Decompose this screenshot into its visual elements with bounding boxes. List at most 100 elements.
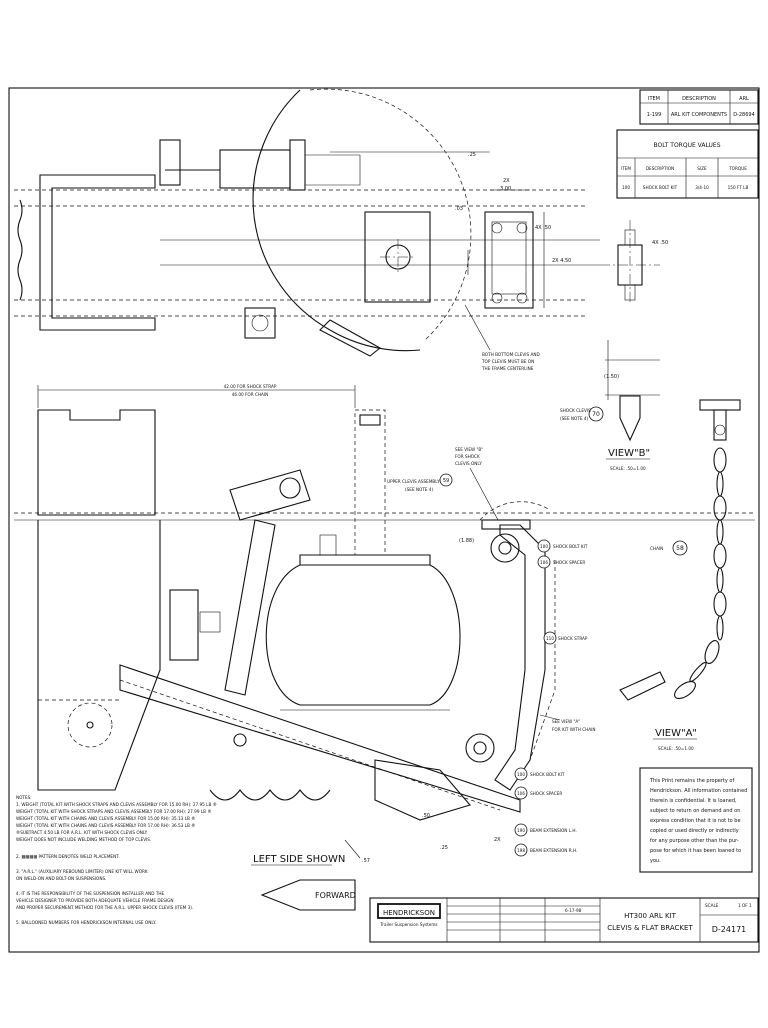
torque-desc: SHOCK BOLT KIT (643, 185, 678, 190)
shock-clevis-note: (SEE NOTE 4) (560, 416, 589, 421)
torque-value: 150 FT LB (728, 185, 749, 190)
drawing-title-2: CLEVIS & FLAT BRACKET (607, 924, 693, 932)
notice-line: for any purpose other than the pur- (650, 838, 739, 844)
dim-300: 3.00 (500, 186, 511, 192)
torque-item: 100 (622, 185, 630, 190)
shock-spacer-top-num: 106 (540, 560, 548, 565)
beam-ext-l-balloon (514, 823, 528, 837)
arl-header: ARL (739, 96, 749, 102)
company-logo (377, 903, 441, 919)
description-header: DESCRIPTION (682, 96, 716, 102)
shock-spacer-bot-balloon (514, 786, 528, 800)
shock-spacer-bot: SHOCK SPACER (530, 791, 562, 796)
see-view-b-3: CLEVIS ONLY (455, 461, 482, 466)
note-line: ON WELD-ON AND BOLT-ON SUSPENSIONS. (16, 876, 106, 881)
shock-strap: SHOCK STRAP (558, 636, 588, 641)
dim-25: .25 (468, 152, 476, 158)
torque-desc-header: DESCRIPTION (646, 166, 674, 171)
chain-links (674, 447, 727, 700)
property-notice: This Print remains the property of Hendr… (639, 767, 753, 873)
top-view: .25 2X 3.00 4X .50 2X 4.50 .03 BOTH BOTT… (14, 88, 600, 371)
dim-25b: .25 (440, 845, 448, 851)
shock-spacer-top-balloon (537, 555, 551, 569)
see-view-a-1: SEE VIEW "A" (552, 719, 580, 724)
drawing-date: 6-17-98 (565, 908, 582, 913)
note-line: WEIGHT (TOTAL KIT WITH SHOCK STRAPS AND … (16, 809, 212, 814)
shock-bolt-kit-top: SHOCK BOLT KIT (553, 544, 588, 549)
notice-line: you. (650, 858, 661, 864)
scale-label: SCALE (705, 903, 719, 908)
dim-2x450: 2X 4.50 (552, 258, 571, 264)
view-a-title: VIEW"A" (655, 728, 697, 739)
beam-ext-l: BEAM EXTENSION L.H. (530, 828, 577, 833)
note-line: NOTES: (16, 795, 32, 800)
clevis-end-view: 4X .50 (600, 220, 668, 305)
torque-size-header: SIZE (697, 166, 707, 171)
view-b-title: VIEW"B" (608, 448, 650, 459)
strap-dim-2: 46.00 FOR CHAIN (232, 392, 269, 397)
see-view-b-1: SEE VIEW "B" (455, 447, 483, 452)
bottom-clevis-note-1: BOTH BOTTOM CLEVIS AND (482, 352, 540, 357)
dim-03: .03 (455, 206, 463, 212)
shock-bolt-kit-bot-num: 100 (517, 772, 525, 777)
torque-table-title: BOLT TORQUE VALUES (653, 142, 720, 149)
shock-clevis-balloon (588, 406, 604, 422)
upper-clevis-label: UPPER CLEVIS ASSEMBLY (387, 479, 440, 484)
note-line: 1. WEIGHT (TOTAL KIT WITH SHOCK STRAPS A… (16, 802, 217, 807)
beam-ext-l-num: 190 (517, 828, 525, 833)
dim-188: (1.88) (459, 538, 474, 544)
drawing-number: D-24171 (712, 925, 747, 934)
see-view-b-2: FOR SHOCK (455, 454, 480, 459)
dim-57: .57 (362, 858, 370, 864)
dim-50: .50 (422, 813, 430, 819)
torque-size: 3/4-10 (695, 185, 709, 190)
notes-block: NOTES: 1. WEIGHT (TOTAL KIT WITH SHOCK S… (16, 795, 217, 925)
forward-label: FORWARD (315, 891, 356, 900)
chain-balloon (672, 540, 688, 556)
notice-line: pose for which it has been loaned to (650, 848, 741, 854)
notice-line: This Print remains the property of (649, 778, 734, 784)
drawing-title-1: HT300 ARL KIT (624, 912, 677, 920)
chain-label: CHAIN (650, 546, 663, 551)
notice-line: therein is confidential. It is loaned, (650, 798, 737, 804)
shock-bolt-kit-bot: SHOCK BOLT KIT (530, 772, 565, 777)
left-side-label: LEFT SIDE SHOWN (253, 854, 345, 865)
note-line: 3. "A.R.L." (AUXILIARY REBOUND LIMITER) … (16, 869, 148, 874)
notice-line: express condition that it is not to be (650, 818, 741, 824)
shock-bolt-kit-top-balloon (537, 539, 551, 553)
dim-4x50b: 4X .50 (652, 240, 668, 246)
note-line: VEHICLE DESIGNER TO PROVIDE BOTH ADEQUAT… (16, 898, 173, 903)
see-view-a-2: FOR KIT WITH CHAIN (552, 727, 596, 732)
note-line: 5. BALLOONED NUMBERS FOR HENDRICKSON INT… (16, 920, 156, 925)
sheet-number: 1 OF 1 (738, 903, 752, 908)
note-line: 2. ▩▩▩▩ PATTERN DENOTES WELD PLACEMENT. (16, 854, 120, 859)
bottom-clevis-note-2: TOP CLEVIS MUST BE ON (481, 359, 534, 364)
view-a-scale: SCALE: .50=1.00 (658, 746, 694, 751)
note-line: WEIGHT DOES NOT INCLUDE WELDING METHOD O… (16, 837, 151, 842)
shock-strap-balloon (543, 631, 557, 645)
company-division: Trailer Suspension Systems (379, 922, 437, 927)
upper-clevis-num: 59 (443, 478, 449, 484)
bolt-torque-table: BOLT TORQUE VALUES ITEM DESCRIPTION SIZE… (616, 129, 759, 199)
dim-2xb: 2X (494, 837, 501, 843)
bottom-clevis-note-3: THE FRAME CENTERLINE (481, 366, 534, 371)
dim-150: (1.50) (604, 374, 619, 380)
description-value: ARL KIT COMPONENTS (671, 112, 727, 118)
dim-2x: 2X (503, 178, 510, 184)
note-line: AND PROPER SECUREMENT METHOD FOR THE A.R… (16, 905, 193, 910)
note-line: 4. IT IS THE RESPONSIBILITY OF THE SUSPE… (16, 891, 165, 896)
upper-clevis-balloon (439, 473, 453, 487)
notice-line: copied or used directly or indirectly (650, 828, 739, 834)
beam-ext-r-num: 198 (517, 848, 525, 853)
view-b-scale: SCALE: .50=1.00 (610, 466, 646, 471)
upper-clevis-note: (SEE NOTE 4) (405, 487, 434, 492)
arl-value: D-28694 (733, 112, 755, 118)
notice-line: subject to return on demand and on (650, 808, 740, 814)
shock-clevis-label: SHOCK CLEVIS (560, 408, 591, 413)
shock-spacer-bot-num: 106 (517, 791, 525, 796)
torque-value-header: TORQUE (728, 166, 747, 171)
shock-strap-num: 110 (546, 636, 554, 641)
title-block: HENDRICKSON Trailer Suspension Systems 6… (369, 897, 759, 943)
